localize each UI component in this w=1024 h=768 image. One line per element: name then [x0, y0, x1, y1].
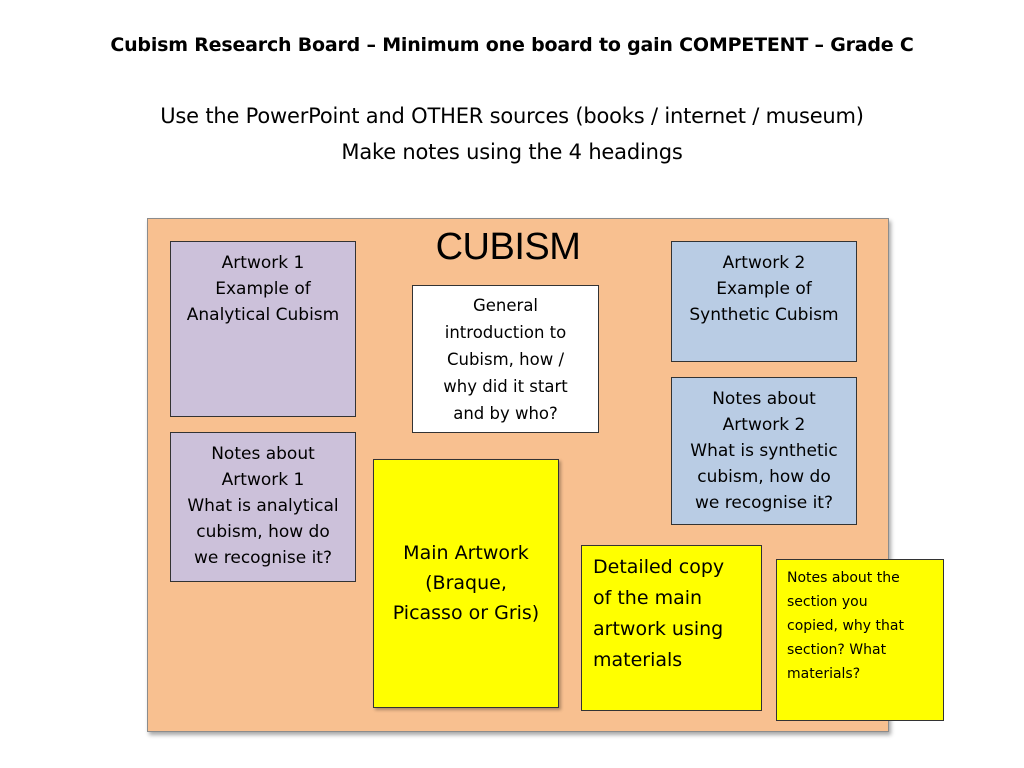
- artwork-1-box: Artwork 1 Example of Analytical Cubism: [170, 241, 356, 417]
- detailed-copy-box: Detailed copy of the main artwork using …: [581, 545, 762, 711]
- slide-title: Cubism Research Board – Minimum one boar…: [110, 34, 914, 56]
- general-introduction-box: General introduction to Cubism, how / wh…: [412, 285, 599, 433]
- instructions-line-2: Make notes using the 4 headings: [341, 140, 683, 164]
- notes-artwork-2-box: Notes about Artwork 2 What is synthetic …: [671, 377, 857, 525]
- notes-copied-section-box: Notes about the section you copied, why …: [776, 559, 944, 721]
- artwork-2-box: Artwork 2 Example of Synthetic Cubism: [671, 241, 857, 362]
- board-title: CUBISM: [435, 226, 581, 268]
- notes-artwork-1-box: Notes about Artwork 1 What is analytical…: [170, 432, 356, 582]
- instructions-line-1: Use the PowerPoint and OTHER sources (bo…: [160, 104, 864, 128]
- main-artwork-box: Main Artwork (Braque, Picasso or Gris): [373, 459, 559, 708]
